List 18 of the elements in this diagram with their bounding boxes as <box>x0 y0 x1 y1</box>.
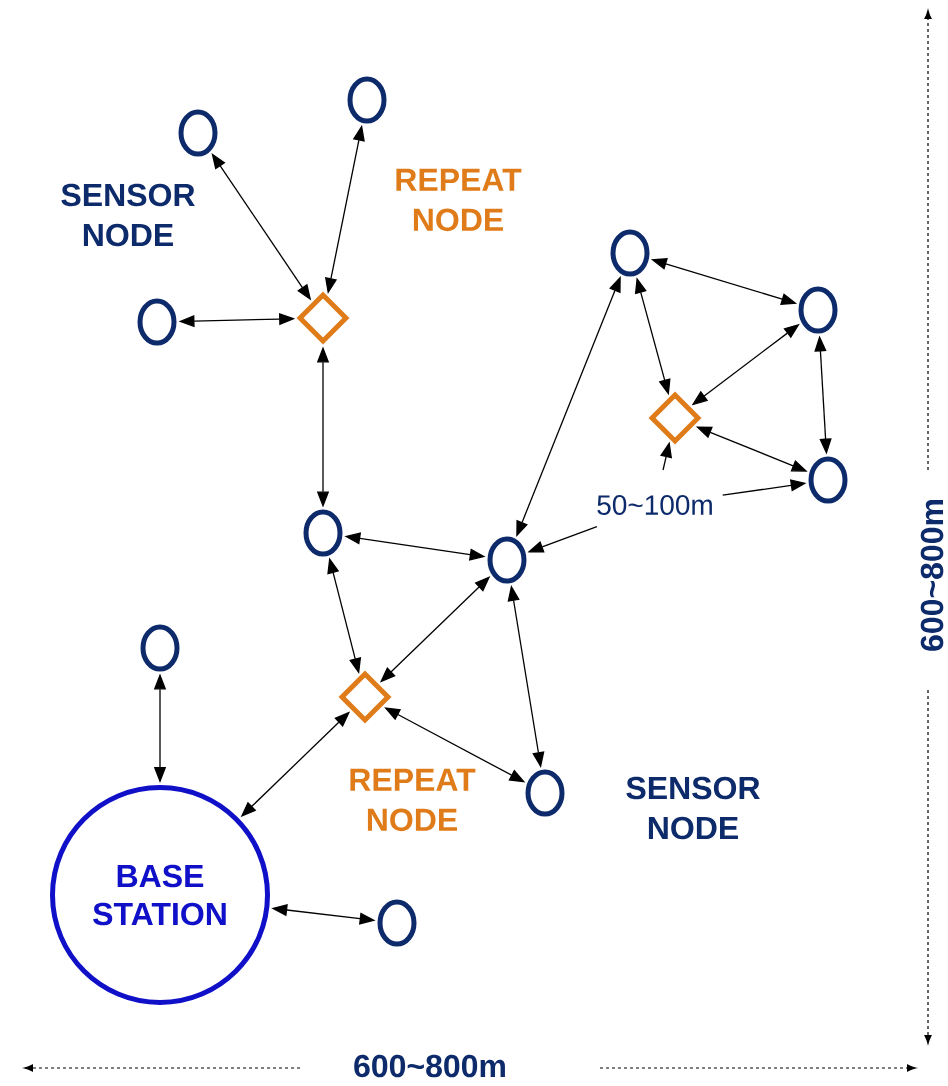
node-type-label: REPEAT NODE <box>350 768 476 832</box>
node-type-label: REPEAT NODE <box>396 168 522 232</box>
sensor-node-circle <box>303 509 343 557</box>
sensor-node-circle <box>137 298 177 346</box>
sensor-node-circle <box>610 229 650 277</box>
dimension-label: 600~800m <box>354 1054 505 1078</box>
sensor-node-circle <box>347 76 387 124</box>
node-type-label: SENSOR NODE <box>61 183 195 247</box>
sensor-node-circle <box>808 456 848 504</box>
sensor-node-circle <box>525 769 565 817</box>
dimension-label: 600~800m <box>920 500 944 651</box>
sensor-node-circle <box>377 899 417 947</box>
sensor-node-circle <box>140 624 180 672</box>
distance-label: 50~100m <box>597 495 712 515</box>
sensor-node-circle <box>487 536 527 584</box>
sensor-node-circle <box>798 286 838 334</box>
sensor-node-circle <box>178 109 218 157</box>
node-type-label: SENSOR NODE <box>626 776 760 840</box>
